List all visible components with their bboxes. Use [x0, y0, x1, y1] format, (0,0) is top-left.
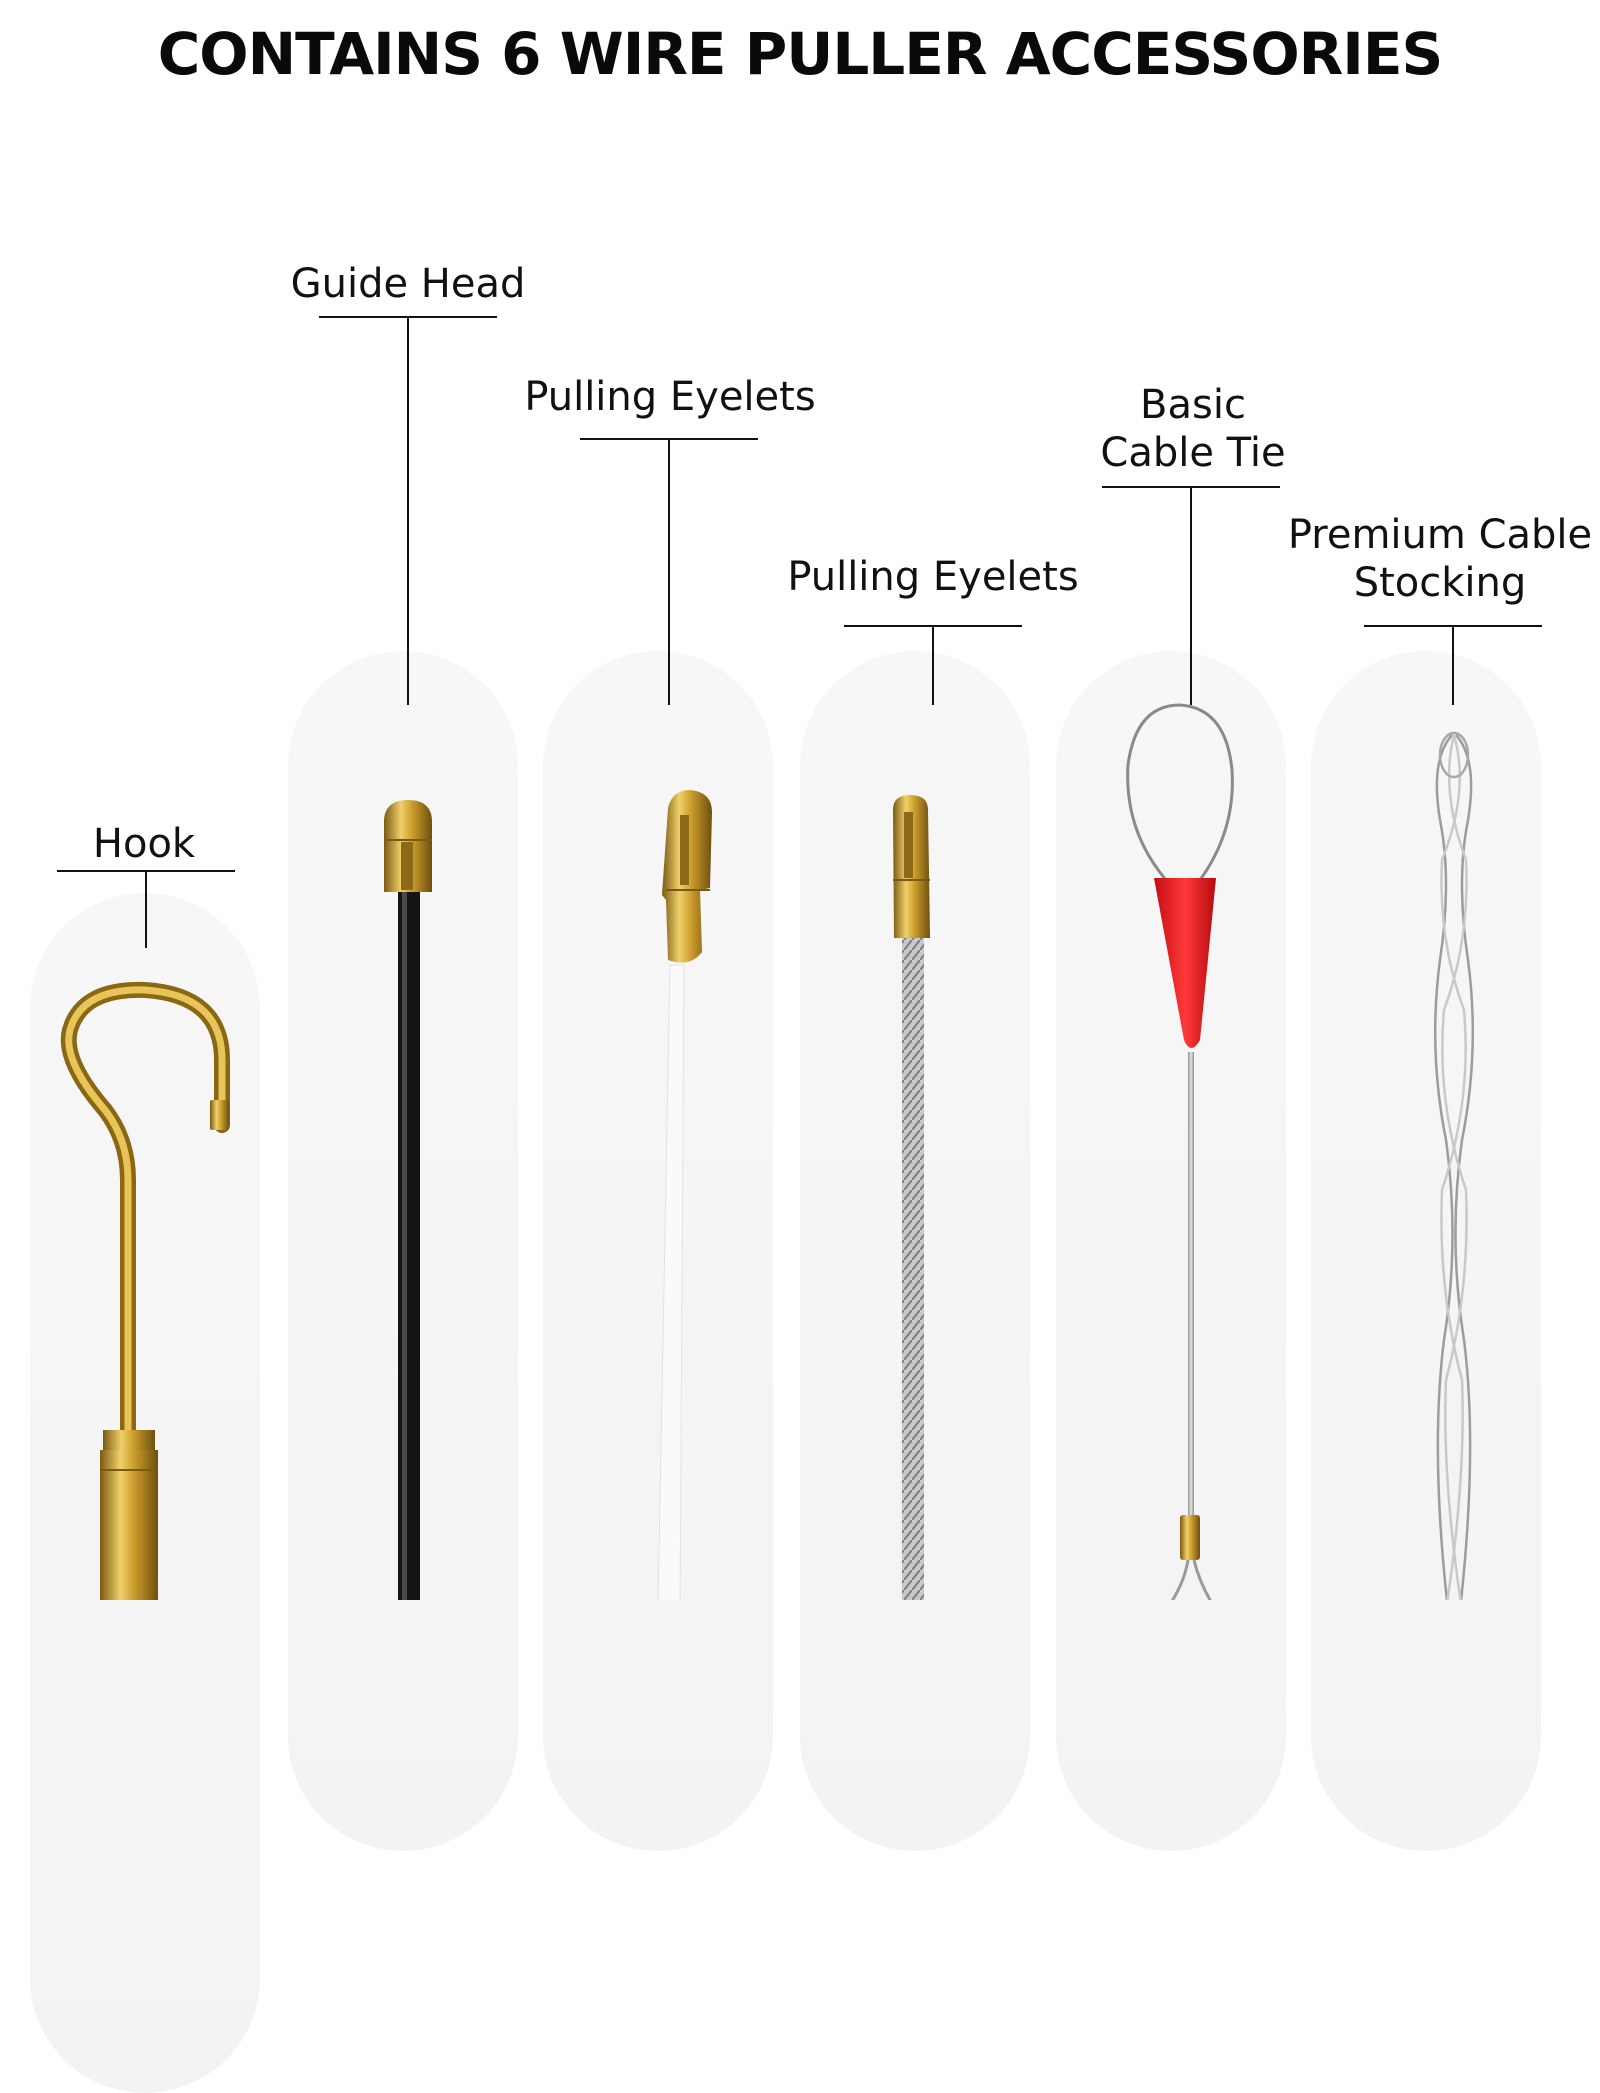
- label-line: Basic: [1140, 382, 1246, 428]
- label-hook: Hook: [44, 820, 244, 868]
- leader-stocking-v: [1452, 626, 1454, 705]
- label-pulling-eyelets-1: Pulling Eyelets: [510, 373, 830, 421]
- cable-tie-icon: [1126, 703, 1234, 1600]
- guide-head-icon: [384, 800, 432, 1600]
- label-line: Pulling Eyelets: [787, 554, 1079, 600]
- hook-icon: [60, 981, 230, 1600]
- label-pulling-eyelets-2: Pulling Eyelets: [773, 553, 1093, 601]
- label-line: Guide Head: [290, 261, 526, 307]
- label-line: Pulling Eyelets: [524, 374, 816, 420]
- label-guide-head: Guide Head: [268, 260, 548, 308]
- cable-stocking-icon: [1433, 731, 1475, 1600]
- pulling-eyelet-steel-icon: [893, 795, 930, 1600]
- pulling-eyelet-icon: [657, 790, 712, 1600]
- label-line: Hook: [92, 821, 196, 867]
- label-premium-cable-stocking: Premium Cable Stocking: [1283, 511, 1597, 607]
- leader-cable-tie-v: [1190, 487, 1192, 705]
- leader-eyelet2-v: [932, 626, 934, 705]
- leader-eyelet1-v: [668, 439, 670, 705]
- label-line: Stocking: [1353, 560, 1527, 606]
- label-line: Cable Tie: [1100, 430, 1286, 476]
- leader-hook-v: [145, 871, 147, 948]
- page-title: CONTAINS 6 WIRE PULLER ACCESSORIES: [157, 20, 1444, 88]
- label-line: Premium Cable: [1287, 512, 1593, 558]
- label-basic-cable-tie: Basic Cable Tie: [1048, 381, 1338, 477]
- accessories-illustration: [60, 703, 1475, 1600]
- leader-guide-head-v: [407, 317, 409, 705]
